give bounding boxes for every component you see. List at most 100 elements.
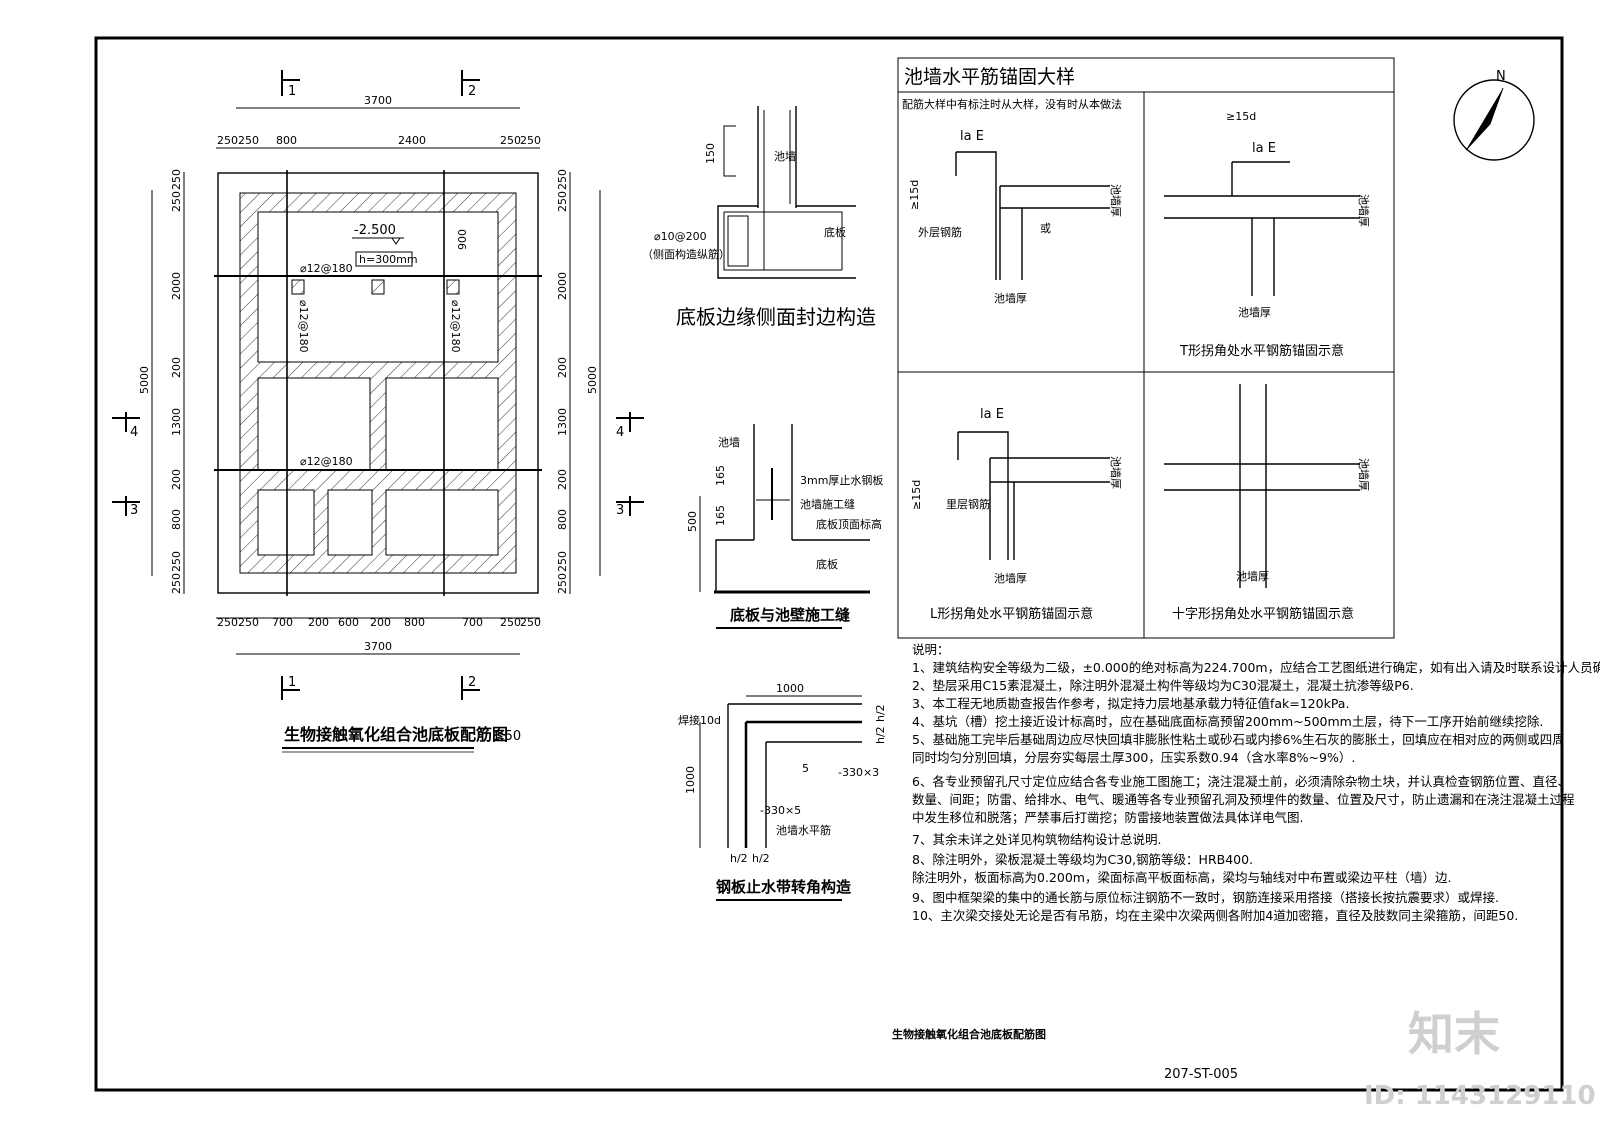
- corner-five: 5: [802, 762, 809, 775]
- level-mark: -2.500: [354, 223, 396, 238]
- plan-drawing: -2.500 h=300mm ⌀12@180 ⌀12@180 ⌀12@180 ⌀…: [112, 70, 644, 753]
- corner-title: 钢板止水带转角构造: [716, 878, 851, 896]
- edge-rebar: ⌀10@200: [654, 230, 707, 243]
- corner-rebar: 池墙水平筋: [776, 823, 831, 837]
- note-line: 8、除注明外，梁板混凝土等级均为C30,钢筋等级：HRB400.: [912, 852, 1253, 867]
- ge15d-label: ≥15d: [910, 480, 923, 510]
- pit-block: [446, 279, 460, 295]
- dim-left-total: 5000: [138, 366, 151, 394]
- joint-d165b: 165: [714, 505, 727, 526]
- level-triangle: [391, 237, 401, 245]
- corner-weld: 焊接10d: [678, 713, 721, 727]
- dim-900: 900: [456, 229, 469, 250]
- dim-left: 250: [170, 573, 183, 594]
- dim-left: 2000: [170, 272, 183, 300]
- dim-bottom: 200: [370, 616, 391, 629]
- dim-left: 800: [170, 509, 183, 530]
- note-line: 3、本工程无地质勘查报告作参考，拟定持力层地基承载力特征值fak=120kPa.: [912, 696, 1349, 711]
- outer-label: 外层钢筋: [918, 225, 962, 239]
- wall-thk: 池墙厚: [994, 571, 1027, 585]
- joint-slab: 底板: [816, 557, 838, 571]
- joint-slab-top: 底板顶面标高: [816, 517, 882, 531]
- dim-top: 250: [500, 134, 521, 147]
- detail-corner: 焊接10d 1000 1000 h/2 h/2 h/2 h/2 5 -330×3…: [678, 682, 887, 901]
- la-label: la E: [960, 129, 984, 144]
- note-line: 中发生移位和脱落；严禁事后打凿挖；防雷接地装置做法具体详电气图.: [912, 810, 1303, 825]
- corner-h2: h/2: [874, 704, 887, 722]
- dim-bottom: 250: [238, 616, 259, 629]
- inner-label: 里层钢筋: [946, 497, 990, 511]
- dim-bottom: 700: [272, 616, 293, 629]
- ge15d-label: ≥15d: [908, 180, 921, 210]
- dim-right: 200: [556, 357, 569, 378]
- edge-wall-label: 池墙: [774, 149, 796, 163]
- north-label: N: [1496, 69, 1506, 84]
- rebar-label: ⌀12@180: [300, 455, 353, 468]
- sheet-code: 207-ST-005: [1164, 1067, 1238, 1082]
- section-mark-label: 1: [288, 675, 296, 690]
- note-line: 7、其余未详之处详见构筑物结构设计总说明.: [912, 832, 1161, 847]
- la-label: la E: [980, 407, 1004, 422]
- rebar-label: ⌀12@180: [300, 262, 353, 275]
- corner-plate1: -330×3: [838, 766, 879, 779]
- dim-right-total: 5000: [586, 366, 599, 394]
- ge15d-label: ≥15d: [1226, 110, 1256, 123]
- section-mark-label: 3: [616, 503, 624, 518]
- dim-right: 250: [556, 191, 569, 212]
- cap-l: L形拐角处水平钢筋锚固示意: [930, 606, 1093, 622]
- wall-hatch: [239, 192, 517, 574]
- note-line: 2、垫层采用C15素混凝土，除注明外混凝土构件等级均为C30混凝土，混凝土抗渗等…: [912, 678, 1414, 693]
- corner-d1000b: 1000: [684, 766, 697, 794]
- dim-top: 250: [520, 134, 541, 147]
- dim-left: 250: [170, 169, 183, 190]
- sheet-border: [94, 36, 1564, 1092]
- notes-heading: 说明：: [912, 642, 950, 657]
- dim-bottom: 700: [462, 616, 483, 629]
- plan-scale: 1:50: [492, 729, 521, 744]
- section-mark-label: 3: [130, 503, 138, 518]
- note-line: 5、基础施工完毕后基础周边应尽快回填非膨胀性粘土或砂石或内掺6%生石灰的膨胀土，…: [912, 732, 1565, 747]
- notes: 说明： 1、建筑结构安全等级为二级，±0.000的绝对标高为224.700m，应…: [912, 642, 1600, 923]
- joint-d165a: 165: [714, 465, 727, 486]
- section-mark-label: 4: [616, 425, 624, 440]
- dim-top: 2400: [398, 134, 426, 147]
- edge-dim-150: 150: [704, 143, 717, 164]
- dim-bottom: 250: [520, 616, 541, 629]
- note-line: 4、基坑（槽）挖土接近设计标高时，应在基础底面标高预留200mm~500mm土层…: [912, 714, 1543, 729]
- rebar-label: ⌀12@180: [297, 300, 310, 353]
- wall-thk: 池墙厚: [1357, 458, 1371, 491]
- anchor-title: 池墙水平筋锚固大样: [904, 66, 1075, 88]
- logo: 知末: [1408, 1007, 1500, 1061]
- wall-thk: 池墙厚: [1236, 569, 1269, 583]
- dim-left: 250: [170, 191, 183, 212]
- note-line: 9、图中框架梁的集中的通长筋与原位标注钢筋不一致时，钢筋连接采用搭接（搭接长按抗…: [912, 890, 1499, 905]
- dim-right: 1300: [556, 408, 569, 436]
- note-line: 数量、间距；防雷、给排水、电气、暖通等各专业预留孔洞及预埋件的数量、位置及尺寸，…: [912, 792, 1575, 807]
- detail-joint: 池墙 3mm厚止水钢板 池墙施工缝 底板顶面标高 底板 165 165 500 …: [686, 424, 883, 629]
- plan-title: 生物接触氧化组合池底板配筋图: [284, 725, 508, 744]
- wall-thk: 池墙厚: [994, 291, 1027, 305]
- note-line: 同时均匀分別回填，分层夯实每层土厚300，压实系数0.94（含水率8%~9%）.: [912, 750, 1355, 765]
- dim-right: 800: [556, 509, 569, 530]
- note-line: 1、建筑结构安全等级为二级，±0.000的绝对标高为224.700m，应结合工艺…: [912, 660, 1600, 675]
- joint-title: 底板与池壁施工缝: [730, 606, 850, 624]
- dim-top: 250: [238, 134, 259, 147]
- h-label: h=300mm: [359, 253, 418, 266]
- dim-top: 800: [276, 134, 297, 147]
- anchor-panel: 池墙水平筋锚固大样 配筋大样中有标注时从大样，没有时从本做法 la E ≥15d…: [897, 57, 1395, 639]
- corner-d1000a: 1000: [776, 682, 804, 695]
- dim-right: 250: [556, 551, 569, 572]
- section-mark-label: 1: [288, 84, 296, 99]
- wall-thk: 池墙厚: [1109, 456, 1123, 489]
- slab-outline: [217, 172, 539, 594]
- dim-bottom: 600: [338, 616, 359, 629]
- section-mark-label: 4: [130, 425, 138, 440]
- dim-left: 1300: [170, 408, 183, 436]
- pit-block: [291, 279, 305, 295]
- dim-bottom-total: 3700: [364, 640, 392, 653]
- cap-x: 十字形拐角处水平钢筋锚固示意: [1172, 606, 1354, 622]
- sheet-title: 生物接触氧化组合池底板配筋图: [892, 1027, 1046, 1041]
- edge-slab-label: 底板: [824, 225, 846, 239]
- corner-h2: h/2: [730, 852, 748, 865]
